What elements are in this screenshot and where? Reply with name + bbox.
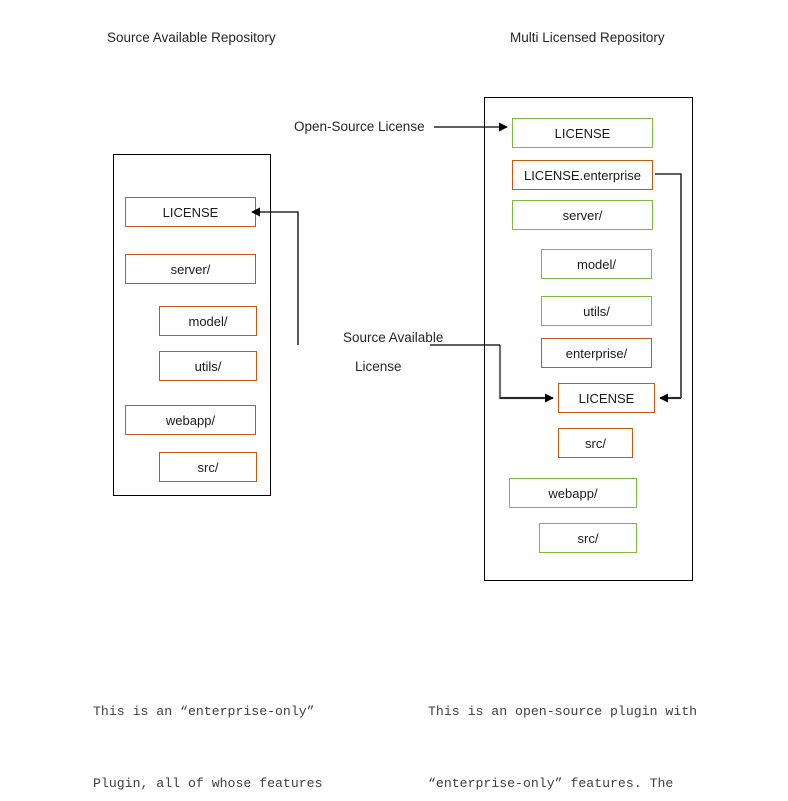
right-caption-line-1: This is an open-source plugin with — [428, 704, 698, 719]
left-file-license[interactable]: LICENSE — [125, 197, 256, 227]
right-file-license-oss[interactable]: LICENSE — [512, 118, 653, 148]
right-repo-title: Multi Licensed Repository — [510, 30, 665, 45]
edge-label-source-available-line2: License — [355, 359, 402, 374]
left-file-utils[interactable]: utils/ — [159, 351, 257, 381]
left-caption: This is an “enterprise-only” Plugin, all… — [93, 652, 370, 801]
left-file-src[interactable]: src/ — [159, 452, 257, 482]
right-caption: This is an open-source plugin with “ente… — [428, 652, 697, 801]
right-file-license-source-available[interactable]: LICENSE — [558, 383, 655, 413]
right-caption-line-2: “enterprise-only” features. The — [428, 776, 674, 791]
right-file-model[interactable]: model/ — [541, 249, 652, 279]
right-file-license-enterprise[interactable]: LICENSE.enterprise — [512, 160, 653, 190]
left-file-server[interactable]: server/ — [125, 254, 256, 284]
right-file-server[interactable]: server/ — [512, 200, 653, 230]
right-file-webapp[interactable]: webapp/ — [509, 478, 637, 508]
left-caption-line-2: Plugin, all of whose features — [93, 776, 323, 791]
right-file-utils[interactable]: utils/ — [541, 296, 652, 326]
edge-label-source-available-line1: Source Available — [343, 330, 444, 345]
right-file-src-enterprise[interactable]: src/ — [558, 428, 633, 458]
left-file-model[interactable]: model/ — [159, 306, 257, 336]
right-repo-panel — [484, 97, 693, 581]
left-file-webapp[interactable]: webapp/ — [125, 405, 256, 435]
right-file-enterprise[interactable]: enterprise/ — [541, 338, 652, 368]
left-caption-line-1: This is an “enterprise-only” — [93, 704, 315, 719]
left-repo-title: Source Available Repository — [107, 30, 276, 45]
right-file-src-oss[interactable]: src/ — [539, 523, 637, 553]
edge-label-open-source-license: Open-Source License — [294, 119, 425, 134]
